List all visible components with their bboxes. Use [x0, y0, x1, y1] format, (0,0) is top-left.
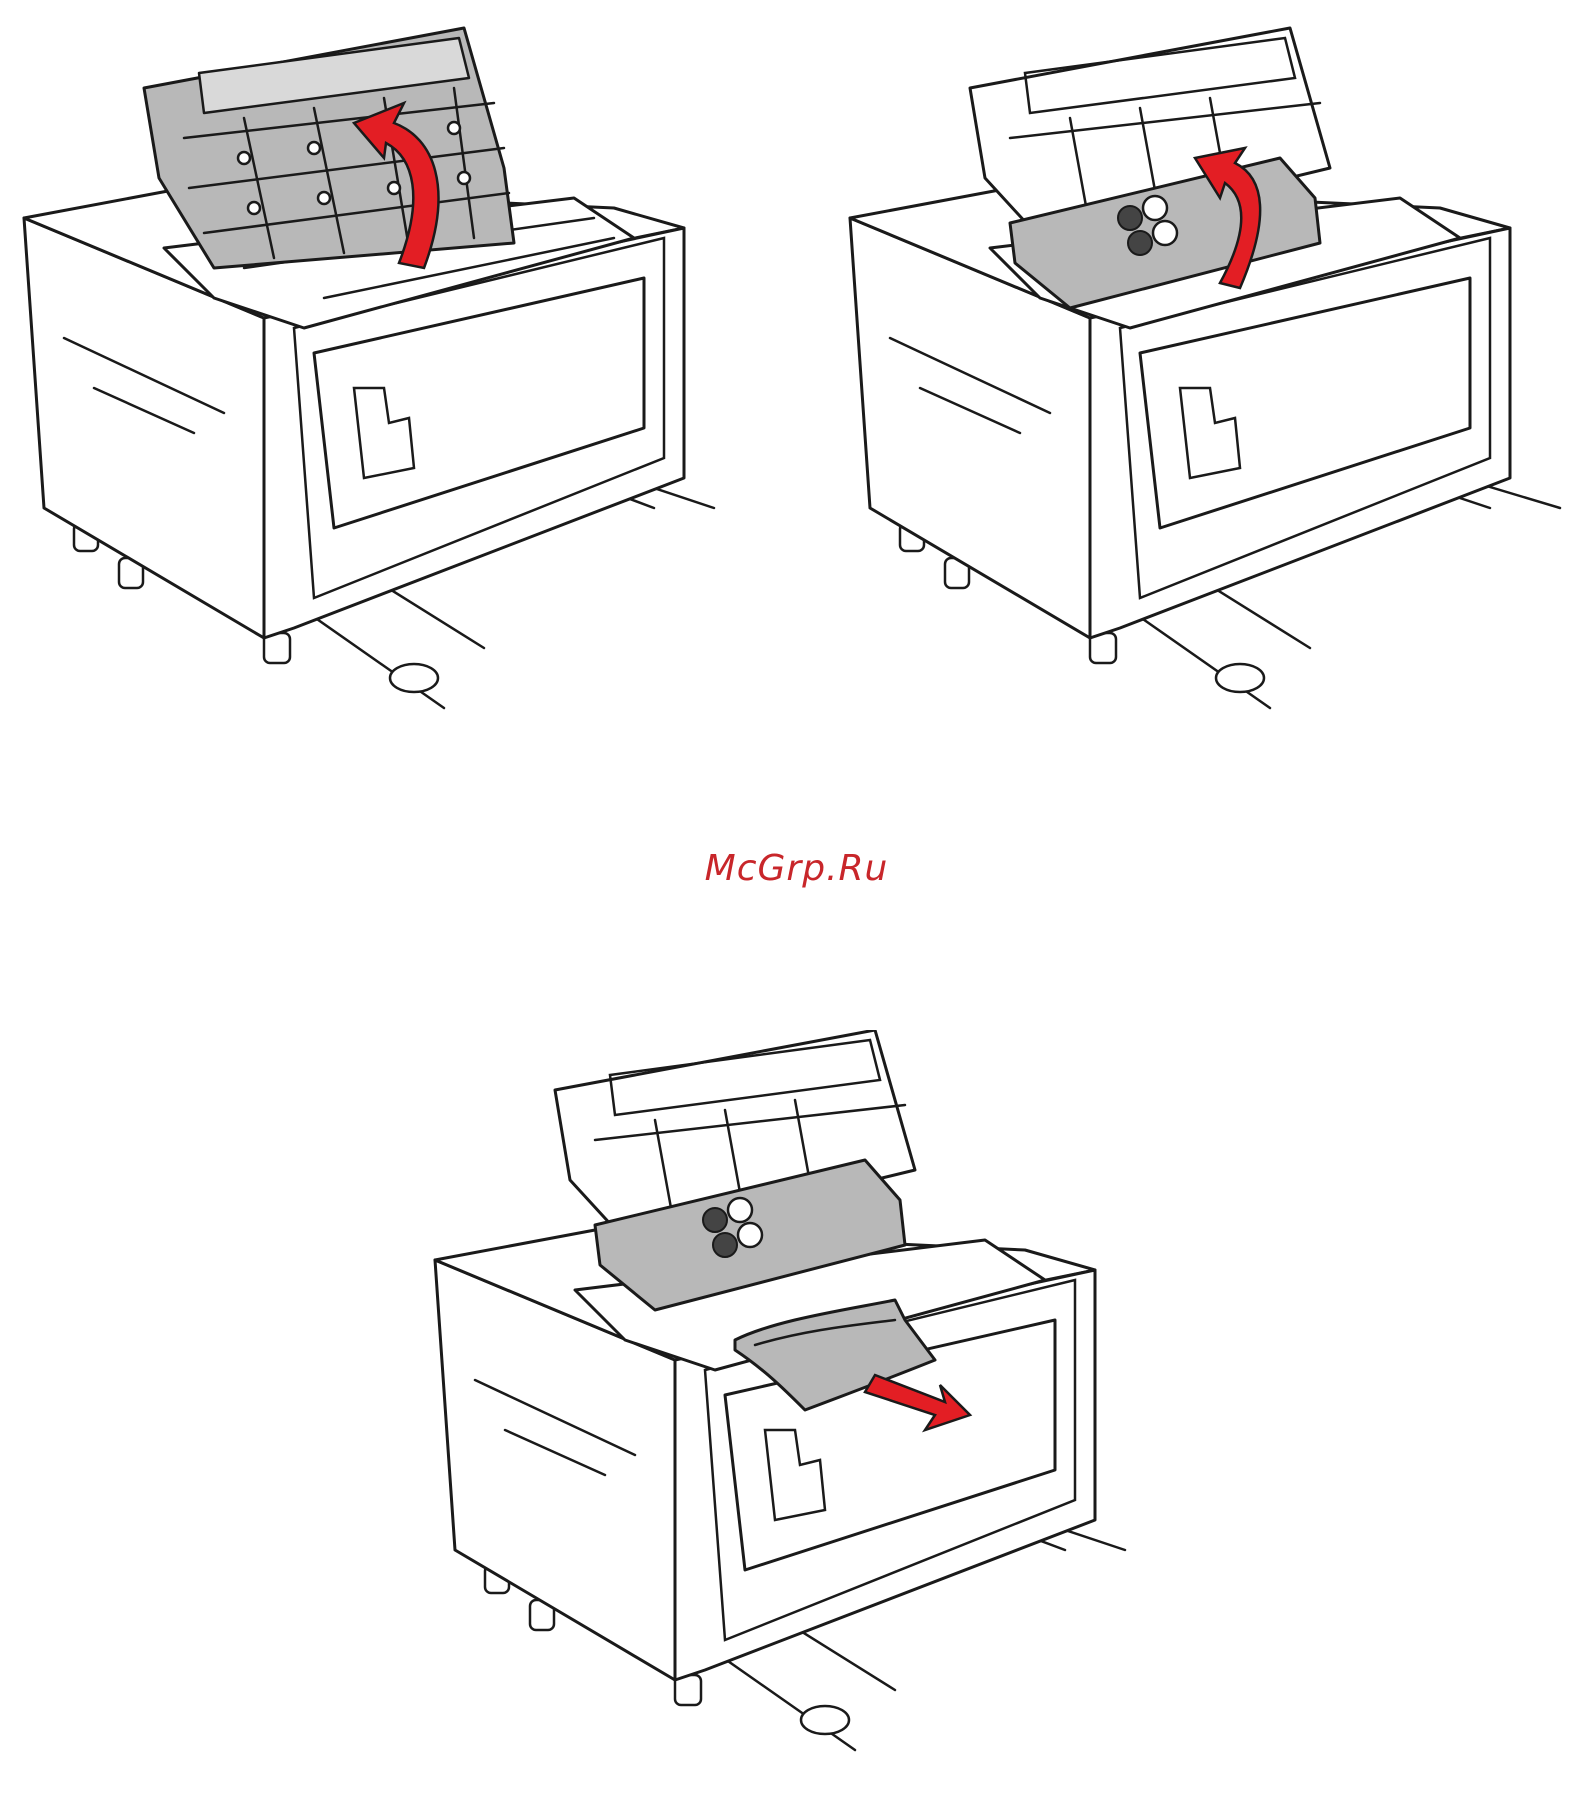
- step-2-lift-guide-illustration: [840, 8, 1580, 748]
- floor-marker-icon: [390, 664, 438, 692]
- watermark-text: McGrp.Ru: [0, 848, 1593, 889]
- step-1-open-cover-illustration: [14, 8, 754, 748]
- floor-marker-icon: [801, 1706, 849, 1734]
- step-3-remove-paper-illustration: [425, 1030, 1165, 1800]
- printer-tray-lift-guide: [840, 8, 1580, 748]
- floor-marker-icon: [1216, 664, 1264, 692]
- printer-tray-open-cover: [14, 8, 754, 748]
- printer-tray-remove-jam: [425, 1030, 1165, 1800]
